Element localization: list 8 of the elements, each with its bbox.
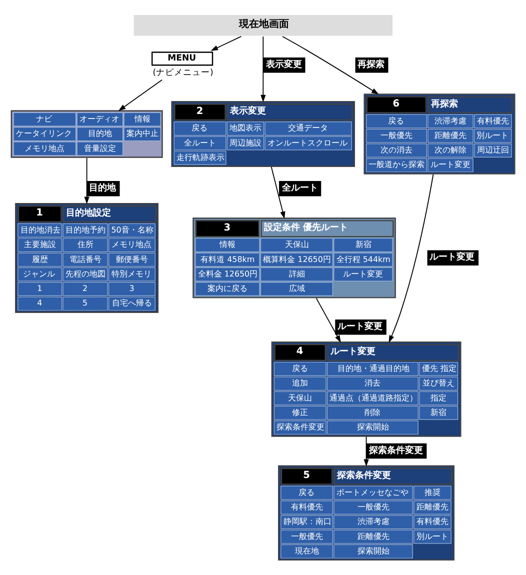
edge-label: 再探索 [358, 60, 385, 70]
node-label: (ナビメニュー) [152, 68, 214, 78]
edge-label: 探索条件変更 [369, 446, 424, 456]
edge-label: 表示変更 [266, 60, 302, 70]
edge-label: ルート変更 [430, 252, 475, 263]
edge-label: 全ルート [282, 183, 318, 194]
edge-label: 目的地 [89, 183, 116, 194]
edge-label: ルート変更 [338, 322, 383, 332]
